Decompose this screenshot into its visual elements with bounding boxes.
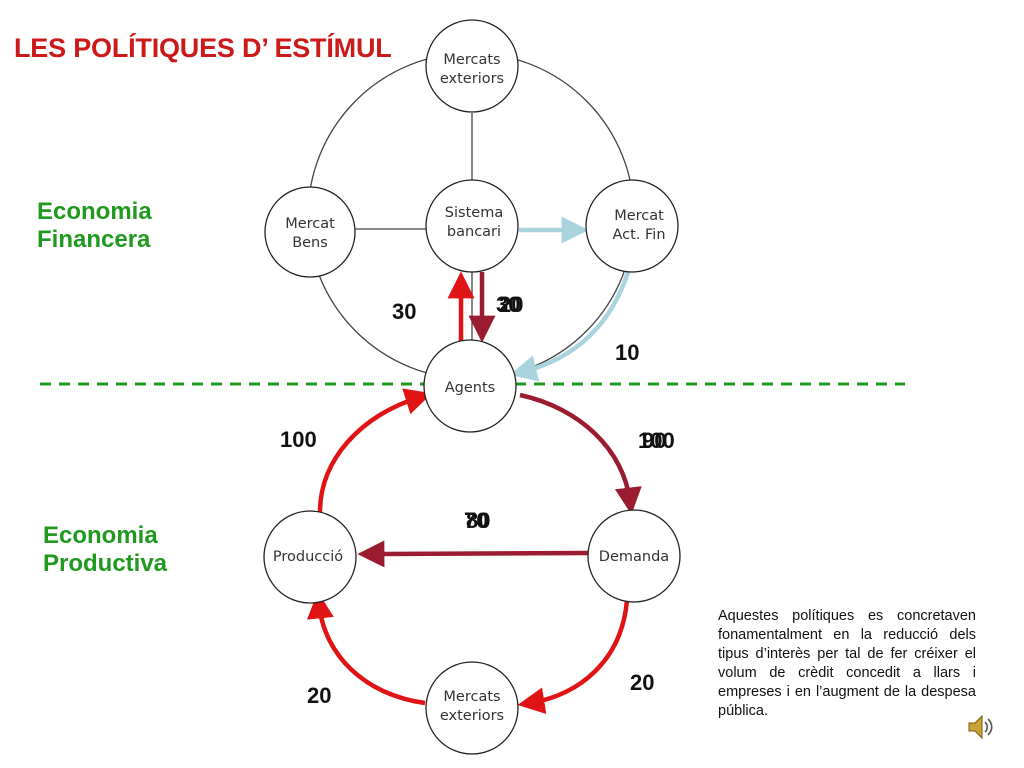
section-financial-line1: Economia (37, 198, 152, 225)
label-line: exteriors (439, 708, 505, 724)
value-exteriors-to-produccio: 20 (307, 683, 332, 708)
value-bank-to-agents-old: 20 (499, 292, 524, 317)
label-line: Agents (444, 380, 496, 396)
label-sistema-bancari: Sistema bancari (419, 204, 529, 242)
label-line: Mercat (285, 216, 335, 232)
value-agents-to-demanda: 90 100 (638, 428, 688, 456)
section-productive-line2: Productiva (43, 550, 168, 577)
value-bank-to-agents-new: 30 (496, 292, 521, 317)
label-line: Act. Fin (612, 227, 666, 243)
node-demanda (587, 509, 681, 603)
value-actfin-to-agents: 10 (615, 340, 640, 365)
label-line: Demanda (598, 549, 670, 565)
label-line: Sistema (444, 205, 504, 221)
value-agents-to-bank: 30 (392, 299, 417, 324)
label-line: Mercats (443, 52, 501, 68)
label-line: Producció (272, 549, 344, 565)
flow-produccio-to-agents (317, 388, 433, 513)
section-productive-line1: Economia (43, 522, 158, 549)
label-demanda: Demanda (579, 548, 689, 567)
flow-demanda-to-exteriors (517, 599, 630, 715)
flow-demanda-to-produccio (357, 540, 589, 568)
node-mercat-bens (264, 186, 356, 278)
section-financial-line2: Financera (37, 226, 151, 253)
label-mercat-bens: Mercat Bens (255, 215, 365, 253)
label-agents: Agents (415, 379, 525, 398)
page-title: LES POLÍTIQUES D’ ESTÍMUL (14, 33, 392, 63)
label-line: exteriors (439, 71, 505, 87)
label-line: bancari (446, 224, 502, 240)
flow-agents-to-demanda (519, 392, 642, 515)
node-sistema-bancari (425, 179, 519, 273)
label-line: Mercat (614, 208, 664, 224)
flow-actfin-to-agents (509, 271, 631, 382)
value-demanda-to-produccio-old: 70 (464, 508, 489, 533)
label-line: Mercats (443, 689, 501, 705)
label-mercats-exteriors-bottom: Mercats exteriors (417, 688, 527, 726)
label-mercats-exteriors-top: Mercats exteriors (417, 51, 527, 89)
section-productive: Economia Productiva (43, 522, 167, 578)
label-produccio: Producció (253, 548, 363, 567)
value-demanda-to-produccio-new: 80 (466, 508, 491, 533)
flow-exteriors-to-produccio (306, 591, 426, 706)
section-financial: Economia Financera (37, 198, 152, 254)
value-agents-to-demanda-old: 90 (642, 428, 667, 453)
label-line: Bens (292, 235, 328, 251)
node-agents (423, 339, 517, 433)
node-mercats-exteriors-bottom (425, 661, 519, 755)
node-mercat-act-fin (585, 179, 679, 273)
value-demanda-to-produccio: 70 80 (464, 508, 504, 536)
value-agents-to-demanda-new: 100 (638, 428, 675, 453)
explanatory-note: Aquestes polítiques es concretaven fonam… (718, 608, 976, 719)
value-bank-to-agents: 20 30 (496, 292, 538, 320)
value-produccio-to-agents: 100 (280, 427, 317, 452)
label-mercat-act-fin: Mercat Act. Fin (584, 207, 694, 245)
value-demanda-to-exteriors: 20 (630, 670, 655, 695)
node-produccio (263, 510, 357, 604)
node-mercats-exteriors-top (425, 19, 519, 113)
speaker-icon[interactable] (965, 712, 995, 747)
